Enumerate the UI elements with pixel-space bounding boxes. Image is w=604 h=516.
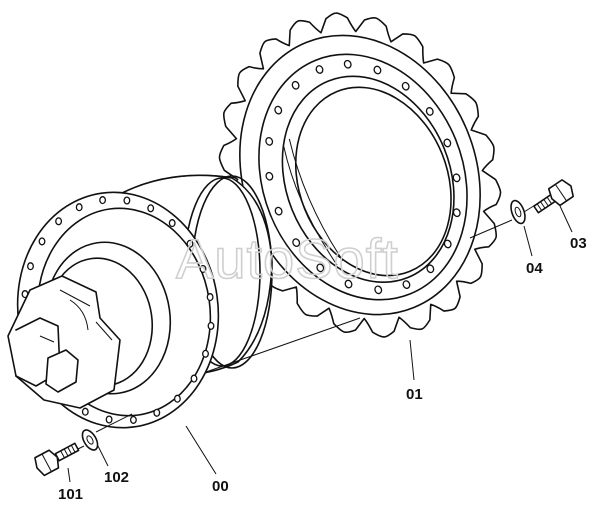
motor-bolt-hole xyxy=(202,349,209,358)
sprocket-bolt-hole xyxy=(374,285,383,295)
motor-valve-face xyxy=(15,317,61,387)
callout-101: 101 xyxy=(58,486,83,503)
motor-bolt-hole xyxy=(99,196,107,205)
motor-bolt-hole xyxy=(207,321,215,330)
washer-04-hole xyxy=(514,206,522,218)
motor-bolt-hole xyxy=(190,374,198,383)
callout-04: 04 xyxy=(526,260,543,277)
leader-line-00-01 xyxy=(205,317,361,373)
sprocket-bolt-hole xyxy=(344,279,353,289)
sprocket-bolt-hole xyxy=(373,65,382,75)
sprocket-bore-shading xyxy=(283,138,344,266)
bolt-03-head-edge xyxy=(554,184,567,202)
sprocket-bolt-hole xyxy=(426,264,435,274)
motor-bolt-hole xyxy=(186,239,194,248)
washer-102 xyxy=(81,429,99,451)
motor-bolt-hole xyxy=(173,394,181,403)
motor-bolt-hole xyxy=(199,264,207,274)
motor-bolt-hole xyxy=(168,219,176,228)
pointer-102 xyxy=(97,445,109,467)
pointer-03 xyxy=(559,205,573,233)
sprocket-bolt-hole xyxy=(452,208,461,218)
pointer-101 xyxy=(67,467,71,483)
bolt-101 xyxy=(34,442,80,477)
leader-line-sprocket-04 xyxy=(469,219,513,239)
bolt-03 xyxy=(533,179,574,214)
motor-bolt-hole xyxy=(27,262,34,271)
motor-bolt-hole xyxy=(105,415,113,424)
callout-102: 102 xyxy=(104,469,129,486)
motor-bolt-hole xyxy=(129,415,137,424)
sprocket-bolt-hole xyxy=(265,171,274,181)
pointer-01 xyxy=(409,339,415,381)
sprocket-bolt-hole xyxy=(401,81,410,91)
bolt-03-thread xyxy=(536,196,553,211)
motor-valve-block xyxy=(7,275,121,409)
sprocket-bolt-hole xyxy=(425,107,434,116)
sprocket-bolt-circle xyxy=(265,59,461,295)
sprocket-bolt-hole xyxy=(443,138,452,148)
motor-bolt-hole xyxy=(55,217,63,226)
sprocket-bolt-hole xyxy=(291,80,300,90)
motor-drum-edge xyxy=(139,174,237,186)
sprocket-bolt-hole xyxy=(274,105,283,115)
sprocket-bolt-hole xyxy=(316,263,325,273)
sprocket-bore xyxy=(281,75,455,284)
sprocket-bolt-hole xyxy=(265,136,274,146)
motor-port-cover xyxy=(45,349,79,393)
leader-lines xyxy=(67,201,573,483)
callout-03: 03 xyxy=(570,235,587,252)
sprocket-bolt-hole xyxy=(292,238,301,248)
motor-bolt-hole xyxy=(153,408,161,417)
sprocket-bolt-hole xyxy=(343,59,352,69)
sprocket-bolt-hole xyxy=(315,65,324,74)
sprocket-bolt-hole xyxy=(274,206,283,216)
bolt-101-head-edge xyxy=(41,453,52,472)
leader-line-102-motor xyxy=(95,413,133,433)
callout-01: 01 xyxy=(406,386,423,403)
sprocket-bolt-hole xyxy=(452,173,461,183)
travel-motor xyxy=(7,174,273,429)
motor-bolt-hole xyxy=(75,203,83,212)
motor-valve-detail xyxy=(39,289,113,343)
washer-04 xyxy=(510,199,526,225)
washer-102-hole xyxy=(86,435,94,445)
motor-bolt-hole xyxy=(206,293,214,302)
pointer-00 xyxy=(185,425,217,475)
sprocket-bolt-hole xyxy=(402,280,411,289)
motor-bolt-hole xyxy=(147,204,155,213)
motor-bolt-hole xyxy=(81,407,89,416)
motor-bolt-hole xyxy=(123,196,131,205)
callout-00: 00 xyxy=(212,478,229,495)
bolt-101-thread xyxy=(60,444,76,459)
pointer-04 xyxy=(523,225,533,257)
sprocket-bolt-hole xyxy=(443,239,452,249)
motor-bolt-hole xyxy=(38,237,46,246)
watermark-text: AutoSoft xyxy=(176,227,399,290)
sprocket-hub-face xyxy=(258,53,468,301)
